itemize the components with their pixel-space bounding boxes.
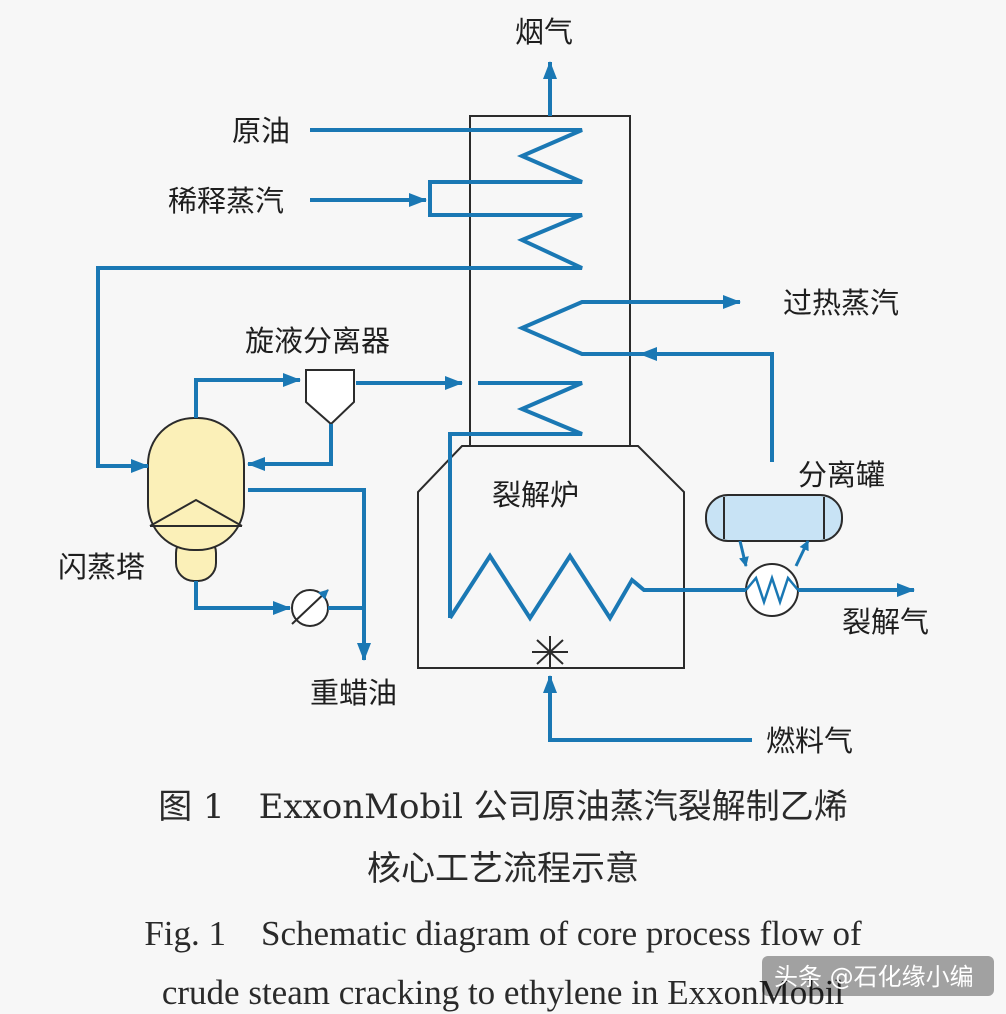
flash-overhead-line [194, 373, 301, 418]
label-flash-tower: 闪蒸塔 [58, 550, 145, 584]
label-flue-gas: 烟气 [515, 15, 573, 49]
label-dilution-steam: 稀释蒸汽 [168, 184, 284, 218]
label-heavy-wax-oil: 重蜡油 [310, 676, 397, 710]
burner-icon [532, 636, 568, 668]
label-fuel-gas: 燃料气 [766, 724, 853, 758]
label-cracking-furnace: 裂解炉 [492, 478, 579, 512]
caption-zh-line1: 图 1 ExxonMobil 公司原油蒸汽裂解制乙烯 [158, 787, 848, 827]
radiant-coil [448, 552, 746, 622]
crude-oil-coil [96, 128, 583, 473]
cracking-furnace-body [417, 445, 685, 669]
heavy-wax-line [248, 488, 371, 661]
watermark: 头条 @石化缘小编 [762, 956, 994, 996]
label-crude-oil: 原油 [232, 114, 290, 148]
watermark-text: 头条 @石化缘小编 [774, 963, 974, 991]
flash-bottoms-line [194, 581, 291, 615]
cooler-icon [291, 589, 329, 627]
caption-en-line1: Fig. 1 Schematic diagram of core process… [144, 914, 862, 953]
label-superheated-steam: 过热蒸汽 [783, 286, 899, 320]
label-separator-drum: 分离罐 [798, 458, 885, 492]
separator-drum [705, 494, 843, 542]
drum-return-line [794, 540, 810, 567]
flash-tower [147, 417, 245, 582]
cyclone-separator [305, 369, 355, 426]
label-cracked-gas: 裂解气 [842, 605, 929, 639]
preheat-coil [448, 381, 583, 618]
caption-en-line2: crude steam cracking to ethylene in Exxo… [162, 973, 845, 1012]
cyclone-bottoms-line [247, 424, 333, 471]
steam-superheat-coil [516, 295, 774, 462]
drum-feed-line [738, 540, 749, 567]
caption-zh-line2: 核心工艺流程示意 [367, 849, 639, 889]
fuel-gas-line [543, 675, 752, 742]
label-cyclone-separator: 旋液分离器 [245, 324, 390, 358]
heat-exchanger [745, 563, 799, 617]
